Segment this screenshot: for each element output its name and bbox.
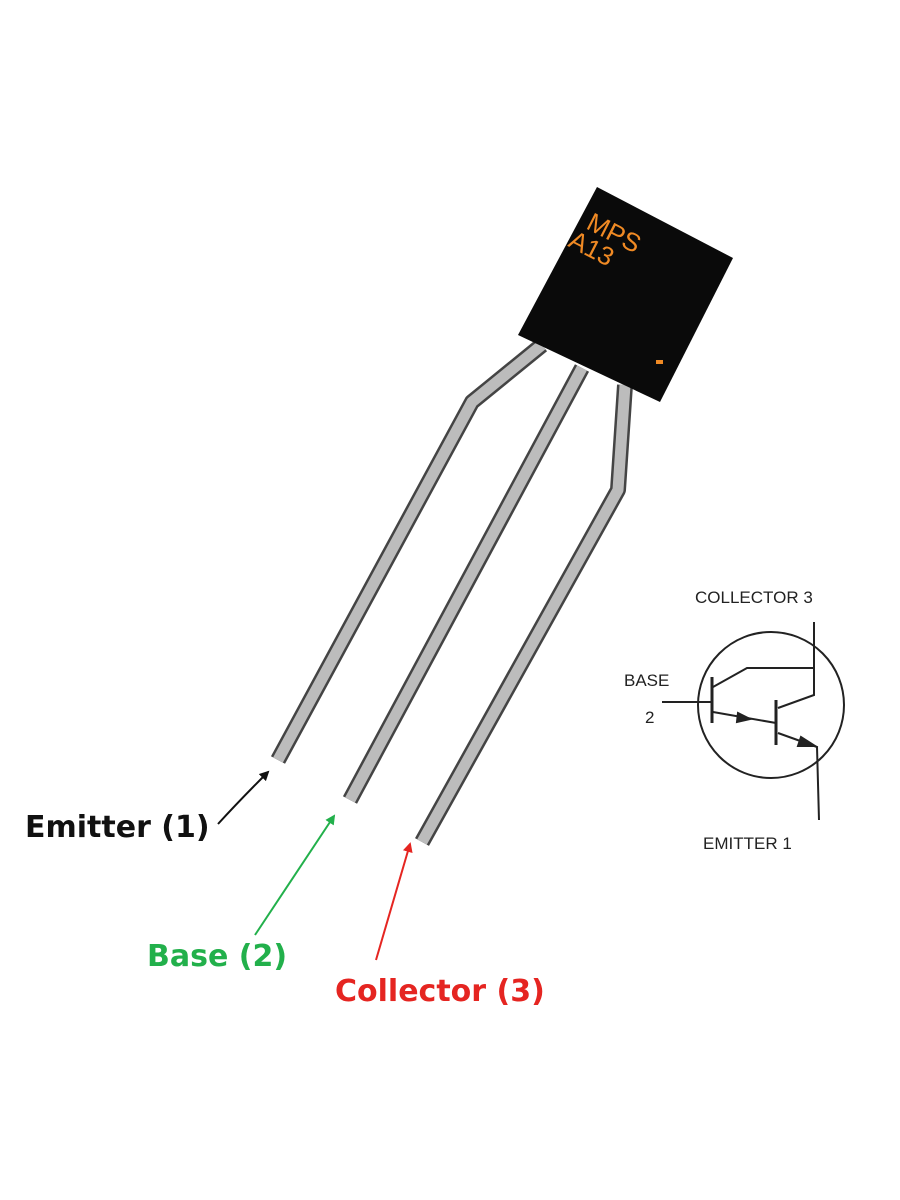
collector-arrow xyxy=(375,842,413,961)
base-label: Base (2) xyxy=(147,939,287,974)
collector-label: Collector (3) xyxy=(335,974,545,1009)
lead-collector xyxy=(415,384,633,846)
schematic-base-label: BASE xyxy=(624,671,669,690)
emitter-arrow xyxy=(217,770,270,825)
transistor-body xyxy=(518,187,733,402)
q2-emitter-arrow-icon xyxy=(796,735,819,747)
collector-wire xyxy=(777,622,815,709)
emitter-label: Emitter (1) xyxy=(25,810,210,845)
orientation-dot xyxy=(656,360,663,364)
q1-emitter-arrow-icon xyxy=(735,711,753,724)
lead-base xyxy=(342,364,590,804)
schematic-base-number: 2 xyxy=(645,708,654,727)
base-arrow xyxy=(254,814,336,936)
transistor-leads xyxy=(270,338,633,846)
schematic-collector-label: COLLECTOR 3 xyxy=(695,588,813,607)
q1-collector-wire xyxy=(712,667,814,688)
schematic-emitter-label: EMITTER 1 xyxy=(703,834,792,853)
darlington-schematic xyxy=(662,622,845,821)
schematic-circle xyxy=(697,631,845,779)
lead-emitter xyxy=(270,338,548,764)
